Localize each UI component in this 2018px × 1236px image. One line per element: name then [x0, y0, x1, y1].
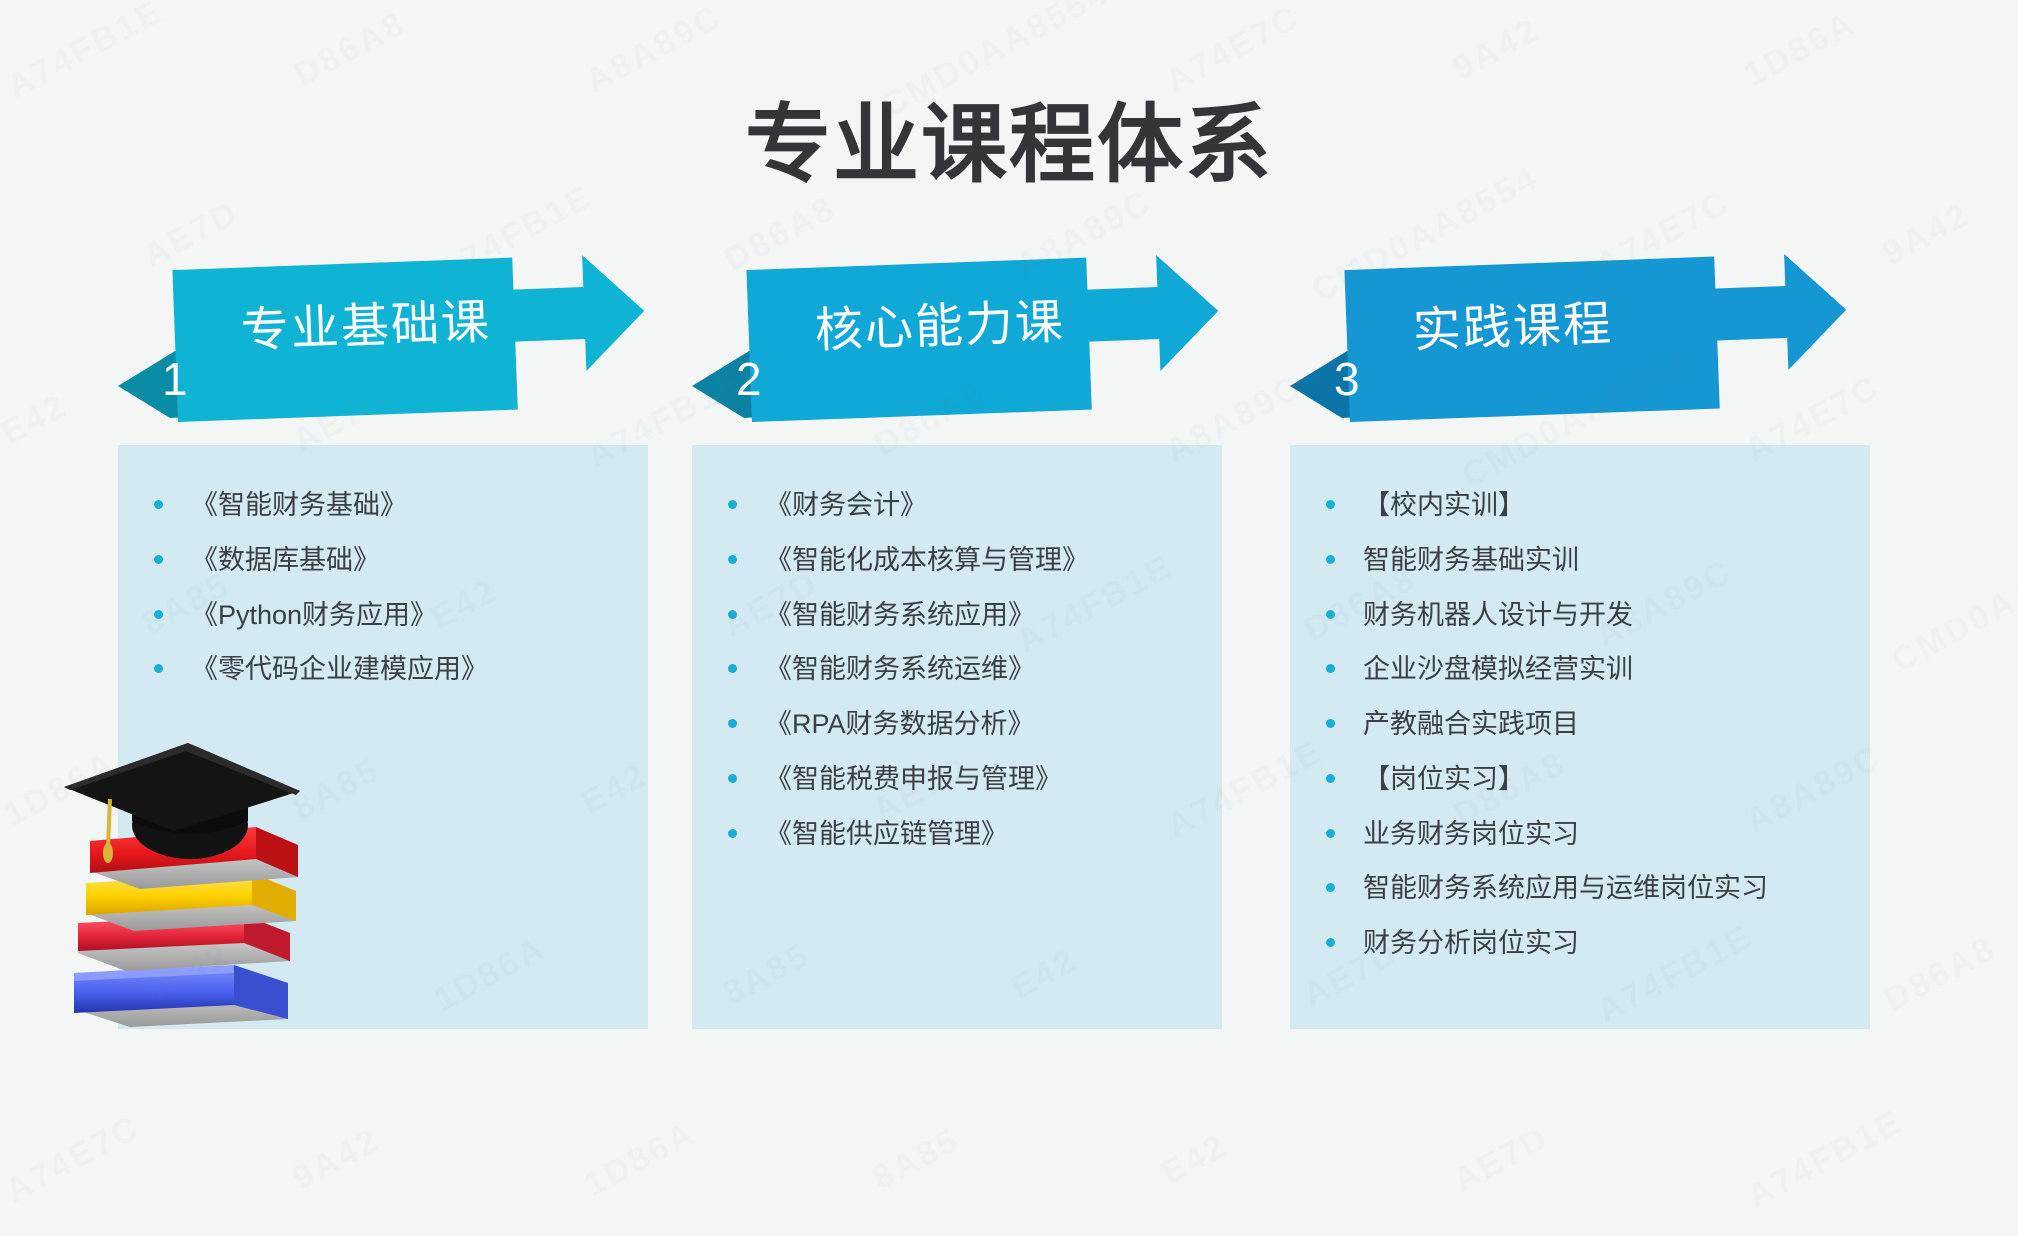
- banner-shape-3: [1344, 249, 1929, 422]
- watermark-text: A8A89C: [579, 0, 729, 101]
- watermark-text: D86A8: [287, 3, 413, 95]
- banner-2[interactable]: 2 核心能力课: [692, 255, 1222, 445]
- bullet-icon: [1326, 719, 1335, 728]
- course-panel-3: 【校内实训】 智能财务基础实训 财务机器人设计与开发 企业沙盘模拟经营实训 产教…: [1290, 445, 1870, 1029]
- bullet-icon: [1326, 938, 1335, 947]
- list-item: 《智能化成本核算与管理》: [692, 544, 1222, 578]
- watermark-text: 1D86A: [1737, 3, 1863, 95]
- list-item: 财务分析岗位实习: [1290, 927, 1870, 961]
- list-item: 智能财务系统应用与运维岗位实习: [1290, 872, 1870, 906]
- watermark-text: CMD0AA8554: [1885, 528, 2018, 680]
- bullet-icon: [1326, 773, 1335, 783]
- course-list-2: 《财务会计》 《智能化成本核算与管理》 《智能财务系统应用》 《智能财务系统运维…: [692, 489, 1222, 851]
- bullet-icon: [728, 609, 737, 619]
- watermark-text: A74FB1E: [0, 0, 170, 106]
- banner-shape-1: [172, 251, 707, 422]
- bullet-icon: [1326, 883, 1335, 893]
- banner-3[interactable]: 3 实践课程: [1290, 253, 1870, 445]
- bullet-icon: [1326, 664, 1335, 674]
- list-item: 《智能财务系统应用》: [692, 599, 1222, 633]
- course-list-1: 《智能财务基础》 《数据库基础》 《Python财务应用》 《零代码企业建模应用…: [118, 489, 648, 687]
- course-panel-1: 《智能财务基础》 《数据库基础》 《Python财务应用》 《零代码企业建模应用…: [64, 445, 648, 1029]
- list-item: 业务财务岗位实习: [1290, 818, 1870, 852]
- list-item: 企业沙盘模拟经营实训: [1290, 653, 1870, 687]
- bullet-icon: [1326, 500, 1335, 509]
- watermark-text: 9A42: [1446, 10, 1547, 88]
- bullet-icon: [154, 500, 163, 509]
- bullet-icon: [154, 664, 163, 674]
- list-item: 《Python财务应用》: [118, 599, 648, 633]
- list-item: 《智能税费申报与管理》: [692, 763, 1222, 797]
- watermark-text: E42: [1154, 1125, 1235, 1193]
- list-item: 智能财务基础实训: [1290, 544, 1870, 578]
- list-item: 产教融合实践项目: [1290, 708, 1870, 742]
- watermark-text: D86A8: [1877, 928, 2003, 1020]
- list-item: 《RPA财务数据分析》: [692, 708, 1222, 742]
- list-item: 【校内实训】: [1290, 489, 1870, 523]
- banner-shape-2: [746, 251, 1281, 422]
- bullet-icon: [728, 664, 737, 674]
- page-title: 专业课程体系: [745, 97, 1273, 193]
- banner-label-3: 实践课程: [1412, 297, 1614, 358]
- banner-label-1: 专业基础课: [240, 295, 492, 358]
- list-item: 财务机器人设计与开发: [1290, 599, 1870, 633]
- course-column-3: 3 实践课程 【校内实训】 智能财务基础实训 财务机器人设计与开发 企业沙盘模拟…: [1290, 253, 1870, 1029]
- course-column-1: 1 专业基础课 《智能财务基础》 《数据库基础》 《Python财务应用》 《零…: [64, 255, 648, 1029]
- graduation-cap-on-books-icon: [56, 737, 306, 1027]
- list-item: 《数据库基础》: [118, 544, 648, 578]
- list-item: 《智能供应链管理》: [692, 818, 1222, 852]
- bullet-icon: [728, 554, 737, 564]
- watermark-text: AE7D: [1446, 1118, 1556, 1200]
- banner-number-1: 1: [162, 353, 188, 405]
- banner-label-2: 核心能力课: [814, 295, 1066, 358]
- list-item: 【岗位实习】: [1290, 763, 1870, 797]
- bullet-icon: [1326, 554, 1335, 564]
- banner-1[interactable]: 1 专业基础课: [118, 255, 648, 445]
- watermark-text: A74FB1E: [1740, 1102, 1910, 1216]
- banner-number-3: 3: [1334, 353, 1360, 405]
- course-list-3: 【校内实训】 智能财务基础实训 财务机器人设计与开发 企业沙盘模拟经营实训 产教…: [1290, 489, 1870, 961]
- watermark-text: AE7D: [136, 193, 246, 275]
- bullet-icon: [154, 609, 163, 619]
- bullet-icon: [728, 773, 737, 783]
- bullet-icon: [728, 719, 737, 728]
- course-panel-2: 《财务会计》 《智能化成本核算与管理》 《智能财务系统应用》 《智能财务系统运维…: [692, 445, 1222, 1029]
- list-item: 《智能财务系统运维》: [692, 653, 1222, 687]
- course-column-2: 2 核心能力课 《财务会计》 《智能化成本核算与管理》 《智能财务系统应用》 《…: [692, 255, 1222, 1029]
- list-item: 《财务会计》: [692, 489, 1222, 523]
- watermark-text: A74E7C: [1159, 0, 1307, 101]
- bullet-icon: [154, 554, 163, 564]
- watermark-text: E42: [0, 385, 75, 453]
- list-item: 《零代码企业建模应用》: [118, 653, 648, 687]
- watermark-text: 8A85: [866, 1120, 967, 1198]
- watermark-text: 1D86A: [0, 743, 123, 835]
- list-item: 《智能财务基础》: [118, 489, 648, 523]
- watermark-text: A74E7C: [0, 1107, 147, 1211]
- watermark-text: 9A42: [286, 1120, 387, 1198]
- watermark-text: 1D86A: [577, 1113, 703, 1205]
- bullet-icon: [728, 828, 737, 838]
- banner-number-2: 2: [736, 353, 762, 405]
- bullet-icon: [728, 500, 737, 509]
- bullet-icon: [1326, 828, 1335, 838]
- bullet-icon: [1326, 609, 1335, 619]
